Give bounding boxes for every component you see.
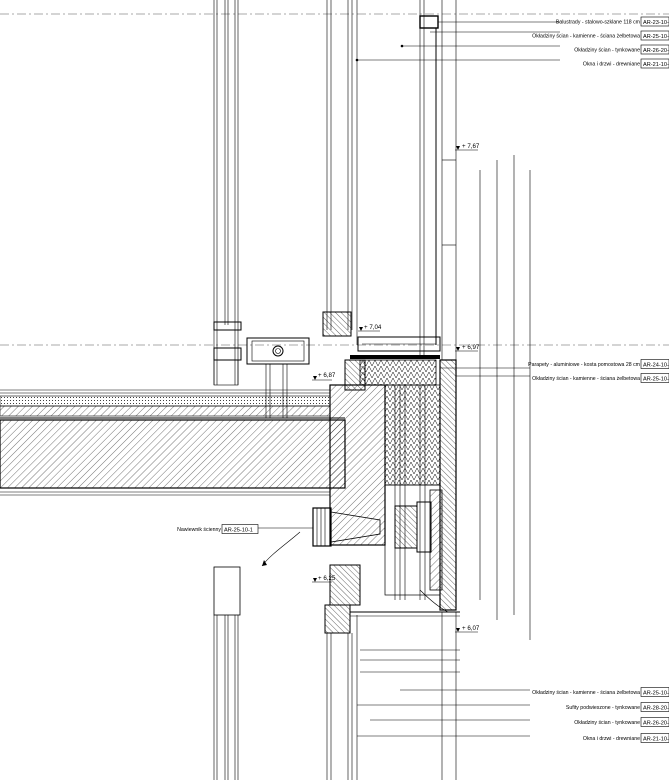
callout-bottom-1-code: AR-25-10- (643, 690, 669, 696)
wall-vent (261, 501, 449, 613)
level-l2: + 7,04 (364, 324, 382, 331)
reinforced-concrete-wall (329, 359, 386, 606)
window-sill (350, 336, 441, 386)
callout-mid-2-code: AR-25-10- (643, 376, 669, 382)
callout-top-3-code: AR-26-20- (643, 48, 669, 54)
callout-bottom-2-text: Sufity podwieszone - tynkowane (566, 705, 640, 711)
concrete-slab (0, 419, 346, 496)
callout-left-text: Nawiewnik ścienny (177, 527, 221, 533)
callout-bottom-1-text: Okładziny ścian - kamienne - ściana żelb… (532, 690, 640, 696)
callout-top-2-code: AR-25-10- (643, 34, 669, 40)
lower-window-frame (213, 566, 460, 780)
facade-insulation (384, 384, 441, 600)
callout-top-1-text: Balustrady - stalowo-szklane 118 cm (556, 20, 640, 26)
stone-cladding (429, 359, 457, 611)
callouts-mid: Parapety - aluminiowe - kosta pomostowa … (528, 359, 669, 383)
callout-mid-2-text: Okładziny ścian - kamienne - ściana żelb… (532, 376, 640, 382)
axis-lines (0, 13, 669, 346)
level-markers: + 7,67 + 7,04 + 6,97 + 6,87 + 6,25 + 6,0… (312, 143, 480, 633)
callout-left: Nawiewnik ścienny AR-25-10-1 (177, 524, 259, 534)
level-l5: + 6,25 (318, 575, 336, 582)
level-l4: + 6,87 (318, 372, 336, 379)
upper-right-window-frame (322, 0, 457, 360)
callouts-top: Balustrady - stalowo-szklane 118 cm AR-2… (532, 16, 669, 69)
callout-bottom-3-text: Okładziny ścian - tynkowane (574, 720, 640, 726)
callout-top-4-text: Okna i drzwi - drewniane (583, 62, 640, 68)
leader-lines (258, 21, 560, 737)
callout-left-code: AR-25-10-1 (224, 527, 253, 533)
callout-top-1-code: AR-23-10- (643, 20, 669, 26)
callout-top-3-text: Okładziny ścian - tynkowane (574, 48, 640, 54)
upper-left-window-frame (213, 0, 242, 386)
callouts-bottom: Okładziny ścian - kamienne - ściana żelb… (532, 687, 669, 743)
callout-bottom-4-code: AR-21-10- (643, 736, 669, 742)
callout-mid-1-text: Parapety - aluminiowe - kosta pomostowa … (528, 362, 640, 368)
callout-bottom-4-text: Okna i drzwi - drewniane (583, 736, 640, 742)
level-l3: + 6,97 (462, 344, 480, 351)
level-l6: + 6,07 (462, 625, 480, 632)
callout-bottom-3-code: AR-26-20- (643, 720, 669, 726)
level-l1: + 7,67 (462, 143, 480, 150)
callout-mid-1-code: AR-24-10- (643, 362, 669, 368)
callout-bottom-2-code: AR-28-20- (643, 705, 669, 711)
callout-top-4-code: AR-21-10- (643, 62, 669, 68)
floor-finish-layers (0, 389, 345, 419)
callout-top-2-text: Okładziny ścian - kamienne - ściana żelb… (532, 34, 640, 40)
